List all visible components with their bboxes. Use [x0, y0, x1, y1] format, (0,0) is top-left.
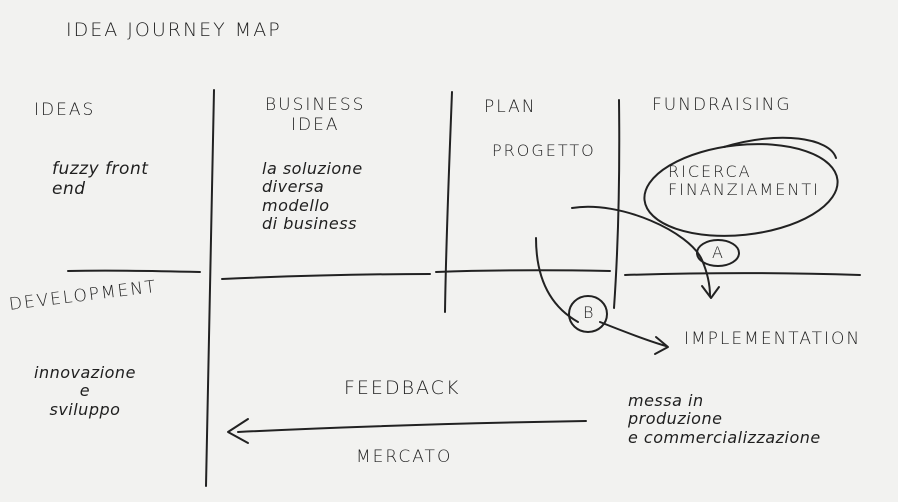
development-note: innovazione e sviluppo [34, 363, 136, 419]
hline-ideas [67, 269, 201, 273]
plan-note: PROGETTO [492, 141, 596, 160]
business-idea-note: la soluzione diversa modello di business [262, 159, 363, 234]
arrow-implementation-head [654, 336, 669, 355]
hline-fundraising [624, 272, 861, 276]
hline-plan [435, 269, 611, 273]
business-idea-label: BUSINESS IDEA [265, 95, 366, 135]
marker-b-circle [568, 295, 608, 333]
fundraising-label: FUNDRAISING [652, 95, 792, 115]
diagram-title: IDEA JOURNEY MAP [66, 19, 282, 41]
marker-a-circle [696, 239, 740, 267]
arrow-b-to-implementation [599, 321, 667, 347]
feedback-label: FEEDBACK [344, 377, 461, 399]
arrow-plan-to-b [535, 237, 579, 323]
ideas-note: fuzzy front end [52, 159, 149, 199]
implementation-label: IMPLEMENTATION [684, 329, 862, 349]
feedback-sublabel: MERCATO [356, 447, 453, 467]
feedback-arrow-head [227, 418, 249, 444]
divider-plan-fundraising [613, 99, 621, 309]
implementation-note: messa in produzione e commercializzazion… [628, 391, 821, 447]
divider-business-plan [444, 91, 453, 313]
ideas-label: IDEAS [34, 100, 96, 120]
feedback-arrow-line [237, 420, 587, 433]
funding-circle [643, 143, 839, 237]
marker-b: B [583, 303, 594, 322]
fundraising-note: RICERCA FINANZIAMENTI [668, 162, 820, 200]
plan-label: PLAN [484, 97, 537, 117]
hline-business [221, 273, 431, 280]
marker-a: A [712, 243, 723, 262]
divider-ideas-business [205, 89, 215, 487]
arrow-a-head [701, 285, 720, 299]
arrow-funding-to-a [571, 205, 711, 297]
funding-circle-tail [723, 136, 837, 159]
